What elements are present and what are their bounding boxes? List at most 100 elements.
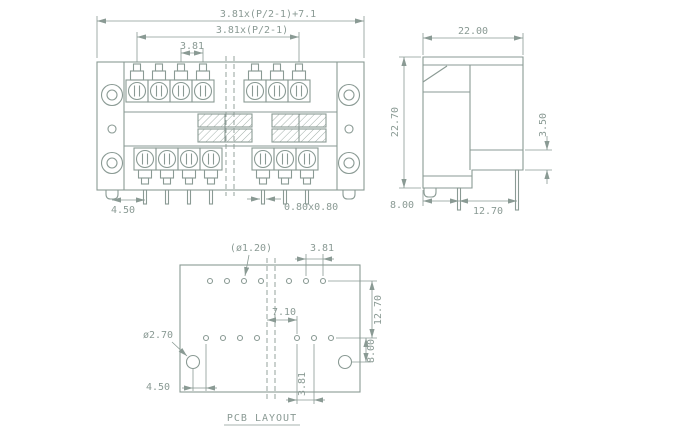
- mount-hole-small: [344, 124, 354, 134]
- pad-hole: [253, 334, 261, 342]
- dim-pcb-pitch-top: 3.81: [295, 243, 334, 276]
- dim-pcb-pitch-bottom: 3.81: [286, 344, 325, 404]
- dim-front-pitch-label: 3.81: [180, 41, 204, 52]
- pcb-layout-title: PCB LAYOUT: [224, 413, 300, 426]
- dim-pcb-offset-label: 7.10: [272, 307, 296, 318]
- front-body-details: [123, 62, 338, 190]
- dim-side-height-label: 22.70: [390, 107, 401, 137]
- mount-ear: [337, 83, 361, 107]
- pad-hole: [240, 277, 248, 285]
- pad-hole: [206, 277, 214, 285]
- front-body-outline: [96, 61, 365, 191]
- dim-side-row-spacing: 12.70: [459, 198, 517, 217]
- pad-hole: [219, 334, 227, 342]
- dim-pcb-edge: 4.50: [146, 344, 217, 393]
- pad-hole: [310, 334, 318, 342]
- mount-ear: [100, 83, 124, 107]
- pad-hole: [327, 334, 335, 342]
- pcb-layout-view: (ø1.20) 3.81 12.70 8.00 7.10: [143, 243, 384, 426]
- polarization-slots: [197, 113, 327, 143]
- front-view: 3.81x(P/2-1)+7.1 3.81x(P/2-1) 3.81 4.50 …: [96, 9, 365, 216]
- terminal: [177, 147, 201, 185]
- pin-front-side: [456, 187, 462, 211]
- dim-pcb-row-spacing: 12.70: [328, 280, 384, 339]
- dim-front-pin-square: 0.80x0.80: [247, 196, 338, 213]
- pcb-layout-title-label: PCB LAYOUT: [227, 413, 297, 424]
- terminal: [273, 147, 297, 185]
- mount-peg: [342, 189, 356, 200]
- terminal: [191, 63, 215, 103]
- dim-pcb-large-hole: ø2.70: [143, 330, 188, 357]
- pcb-mount-holes: [185, 354, 353, 370]
- pad-hole: [293, 334, 301, 342]
- dim-pcb-small-hole: (ø1.20): [230, 243, 272, 277]
- terminal: [155, 147, 179, 185]
- dim-pcb-bottom-offset: 8.00: [352, 338, 377, 363]
- pcb-holes-middle-row: [202, 334, 335, 342]
- terminal: [199, 147, 223, 185]
- terminals-top-row: [125, 63, 311, 103]
- terminal: [147, 63, 171, 103]
- mount-hole-small: [107, 124, 117, 134]
- pcb-board-outline: [179, 264, 361, 393]
- dim-pcb-edge-label: 4.50: [146, 382, 170, 393]
- mount-peg-side: [423, 187, 437, 198]
- dim-front-pin-square-label: 0.80x0.80: [284, 202, 338, 213]
- mount-peg: [105, 189, 119, 200]
- pin: [142, 189, 148, 205]
- dim-side-step: 3.50: [525, 113, 552, 184]
- dim-front-pin-offset-label: 4.50: [111, 205, 135, 216]
- dim-side-front-offset: 8.00: [390, 190, 459, 211]
- terminal: [265, 63, 289, 103]
- pin-rear-side: [514, 169, 520, 211]
- hatched-slot-group: [197, 113, 253, 143]
- pin: [260, 189, 266, 205]
- terminal: [243, 63, 267, 103]
- dim-pcb-small-hole-label: (ø1.20): [230, 243, 272, 254]
- terminal: [133, 147, 157, 185]
- pad-hole: [285, 277, 293, 285]
- mount-ear: [100, 151, 124, 175]
- terminal: [251, 147, 275, 185]
- pad-hole: [202, 334, 210, 342]
- pin: [186, 189, 192, 205]
- dim-pcb-large-hole-label: ø2.70: [143, 330, 173, 341]
- pad-hole: [236, 334, 244, 342]
- dim-front-total: 3.81x(P/2-1)+7.1: [96, 9, 365, 58]
- terminal: [295, 147, 319, 185]
- side-body-outline: [422, 56, 524, 189]
- dim-side-width: 22.00: [422, 26, 524, 55]
- dim-front-row-label: 3.81x(P/2-1): [216, 25, 288, 36]
- dim-pcb-pitch-bottom-label: 3.81: [297, 372, 308, 396]
- dim-pcb-row-spacing-label: 12.70: [373, 295, 384, 325]
- mount-hole: [337, 354, 353, 370]
- pin: [208, 189, 214, 205]
- mount-hole: [185, 354, 201, 370]
- pad-hole: [257, 277, 265, 285]
- pin: [164, 189, 170, 205]
- break-lines-front: [225, 56, 235, 196]
- dim-front-total-label: 3.81x(P/2-1)+7.1: [220, 9, 316, 20]
- pcb-holes-top-row: [206, 277, 327, 285]
- mount-ear: [337, 151, 361, 175]
- dim-pcb-pitch-top-label: 3.81: [310, 243, 334, 254]
- dim-side-width-label: 22.00: [458, 26, 488, 37]
- terminal: [125, 63, 149, 103]
- dim-side-row-spacing-label: 12.70: [473, 206, 503, 217]
- side-view: 22.00 22.70 3.50 8.00 12.70: [390, 26, 552, 217]
- terminal: [287, 63, 311, 103]
- terminal: [169, 63, 193, 103]
- pad-hole: [223, 277, 231, 285]
- dim-pcb-bottom-offset-label: 8.00: [366, 339, 377, 363]
- dim-front-pitch: 3.81: [180, 41, 204, 62]
- pad-hole: [319, 277, 327, 285]
- dim-pcb-offset: 7.10: [267, 307, 298, 334]
- dim-side-height: 22.70: [390, 56, 421, 189]
- dim-front-row: 3.81x(P/2-1): [136, 25, 300, 62]
- dim-side-front-offset-label: 8.00: [390, 200, 414, 211]
- pad-hole: [302, 277, 310, 285]
- dim-side-step-label: 3.50: [538, 113, 549, 137]
- hatched-slot-group: [271, 113, 327, 143]
- dim-front-pin-offset: 4.50: [111, 197, 145, 216]
